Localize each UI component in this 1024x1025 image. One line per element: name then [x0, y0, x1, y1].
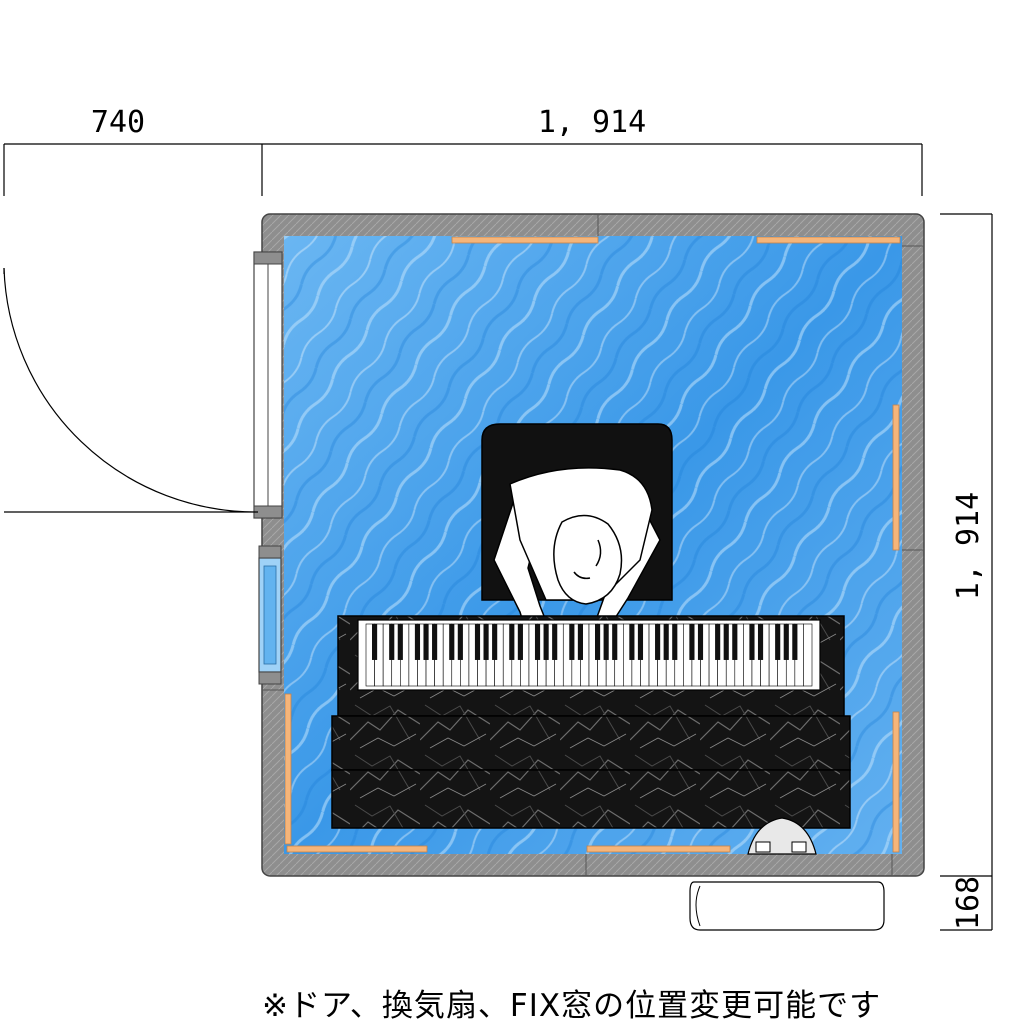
wall-panel-accents — [284, 236, 901, 853]
layout-note: ※ドア、換気扇、FIX窓の位置変更可能です — [262, 988, 882, 1024]
room-width-label: 1, 914 — [538, 105, 646, 140]
black-key — [449, 624, 455, 660]
black-key — [732, 624, 738, 660]
black-key — [483, 624, 489, 660]
black-key — [775, 624, 781, 660]
door[interactable] — [3, 251, 283, 519]
black-key — [569, 624, 575, 660]
door-swing-icon — [3, 267, 259, 513]
black-key — [697, 624, 704, 660]
black-key — [372, 624, 378, 660]
black-key — [517, 624, 523, 660]
white-key — [803, 623, 813, 687]
pianist-figure-icon — [493, 467, 661, 665]
black-key — [474, 624, 481, 660]
black-key — [492, 624, 498, 660]
black-key — [595, 624, 601, 660]
piano-keys — [365, 623, 813, 687]
room-depth-label: 1, 914 — [951, 492, 986, 600]
black-key — [783, 624, 789, 660]
black-key — [603, 624, 609, 660]
black-key — [689, 624, 695, 660]
fix-window-icon — [258, 545, 282, 685]
black-key — [397, 624, 403, 660]
black-key — [432, 624, 438, 660]
black-key — [792, 624, 798, 660]
black-key — [723, 624, 729, 660]
black-key — [543, 624, 549, 660]
black-key — [715, 624, 721, 660]
black-key — [672, 624, 678, 660]
door-width-label: 740 — [91, 105, 145, 140]
fan-depth-label: 168 — [951, 876, 986, 930]
black-key — [629, 624, 635, 660]
dimension-lines — [3, 143, 993, 931]
black-key — [757, 624, 764, 660]
black-key — [534, 624, 541, 660]
black-key — [552, 624, 558, 660]
black-key — [577, 624, 583, 660]
black-key — [612, 624, 618, 660]
ventilation-fan-icon — [689, 817, 885, 931]
black-key — [663, 624, 669, 660]
black-key — [509, 624, 515, 660]
black-key — [457, 624, 463, 660]
piano — [331, 615, 851, 829]
black-key — [655, 624, 661, 660]
black-key — [423, 624, 429, 660]
black-key — [389, 624, 395, 660]
black-key — [637, 624, 644, 660]
black-key — [749, 624, 755, 660]
black-key — [414, 624, 421, 660]
